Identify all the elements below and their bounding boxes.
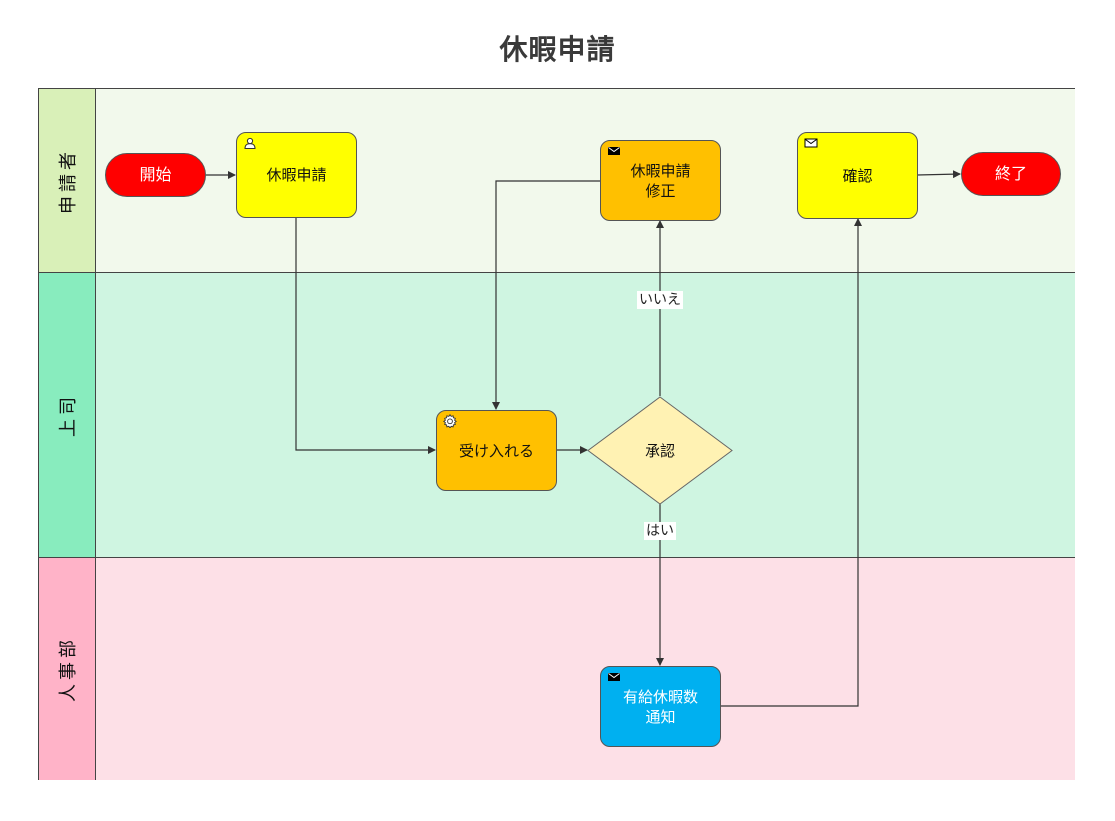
gear-icon [443,414,457,428]
lane-header-manager: 上司 [39,273,96,557]
end-event[interactable]: 終了 [961,152,1061,196]
lane-body-hr [96,558,1075,780]
envelope-outline-icon [804,138,818,148]
end-event-label: 終了 [994,164,1027,183]
task-accept-label: 受け入れる [458,441,534,460]
task-leave-request[interactable]: 休暇申請 [236,132,357,218]
task-revise-request-label: 休暇申請 修正 [630,161,691,200]
task-notify-paid-leave-label: 有給休暇数 通知 [622,687,698,726]
task-leave-request-label: 休暇申請 [266,166,327,184]
lane-label-manager: 上司 [58,393,79,437]
task-accept[interactable]: 受け入れる [436,410,557,491]
lane-body-manager [96,273,1075,557]
lane-label-applicant: 申請者 [58,147,79,214]
gateway-diamond-shape [587,396,733,505]
gateway-approve-label: 承認 [644,442,675,460]
task-notify-paid-leave[interactable]: 有給休暇数 通知 [600,666,721,747]
gateway-approve[interactable]: 承認 [587,396,733,505]
diagram-title: 休暇申請 [499,33,616,66]
lane-manager: 上司 [39,273,1075,558]
user-icon [244,137,256,149]
envelope-filled-icon [608,147,620,155]
edge-label-yes: はい [644,522,676,540]
task-revise-request[interactable]: 休暇申請 修正 [600,140,721,221]
start-event[interactable]: 開始 [105,153,206,197]
task-confirm[interactable]: 確認 [797,132,918,219]
envelope-filled-icon [608,673,620,681]
start-event-label: 開始 [139,165,172,184]
task-confirm-label: 確認 [842,166,873,185]
lane-header-hr: 人事部 [39,558,96,780]
edge-label-no: いいえ [637,291,683,309]
lane-header-applicant: 申請者 [39,89,96,272]
lane-label-hr: 人事部 [58,636,79,702]
lane-hr: 人事部 [39,558,1075,780]
